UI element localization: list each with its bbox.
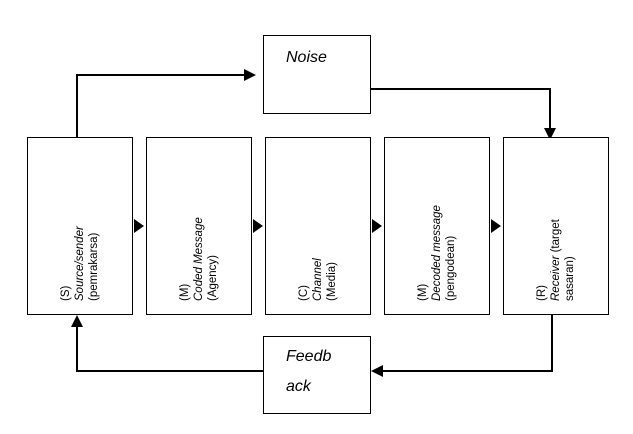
arrowhead-noise-in (244, 69, 256, 81)
noise-label: Noise (286, 49, 327, 66)
arrowhead-channel-to-decoded (372, 219, 382, 233)
coded-message-name: Coded Message (193, 217, 205, 301)
source-name: Source/sender (74, 226, 86, 301)
receiver-name-line: Receiver (target (549, 219, 563, 301)
arrowhead-source-in (71, 315, 83, 327)
receiver-note-inline: (target (550, 219, 562, 253)
receiver-text: (R) Receiver (target sasaran) (511, 141, 601, 311)
arrowhead-decoded-to-receiver (491, 219, 501, 233)
channel-name: Channel (312, 258, 324, 301)
source-note: (pemrakarsa) (88, 232, 100, 301)
arrowhead-feedback-in (371, 365, 383, 377)
connector-feedback-to-source (76, 322, 263, 372)
arrowhead-coded-to-channel (253, 219, 263, 233)
receiver-code: (R) (536, 285, 548, 301)
channel-text: (C) Channel (Media) (273, 141, 363, 311)
decoded-message-note: (pengodean) (445, 235, 457, 301)
channel-code: (C) (298, 285, 310, 301)
feedback-box: Feedb ack (263, 336, 371, 414)
source-code: (S) (60, 285, 72, 301)
channel-box: (C) Channel (Media) (265, 137, 371, 315)
channel-note: (Media) (326, 262, 338, 301)
receiver-name: Receiver (550, 255, 562, 301)
source-text: (S) Source/sender (pemrakarsa) (35, 141, 125, 311)
arrowhead-source-to-coded (134, 219, 144, 233)
decoded-message-text: (M) Decoded message (pengodean) (392, 141, 482, 311)
decoded-message-code: (M) (417, 283, 429, 301)
source-box: (S) Source/sender (pemrakarsa) (27, 137, 133, 315)
coded-message-box: (M) Coded Message (Agency) (146, 137, 252, 315)
connector-source-to-noise (76, 74, 248, 137)
connector-receiver-to-feedback (378, 315, 553, 372)
coded-message-code: (M) (179, 283, 191, 301)
decoded-message-name: Decoded message (431, 205, 443, 301)
connector-noise-to-receiver (371, 88, 551, 132)
coded-message-text: (M) Coded Message (Agency) (154, 141, 244, 311)
noise-box: Noise (263, 35, 371, 114)
receiver-box: (R) Receiver (target sasaran) (503, 137, 609, 315)
decoded-message-box: (M) Decoded message (pengodean) (384, 137, 490, 315)
receiver-note-line: sasaran) (564, 256, 576, 301)
feedback-label-line2: ack (286, 378, 311, 395)
arrowhead-receiver-in (544, 128, 556, 140)
coded-message-note: (Agency) (207, 254, 219, 301)
feedback-label-line1: Feedb (286, 348, 332, 365)
